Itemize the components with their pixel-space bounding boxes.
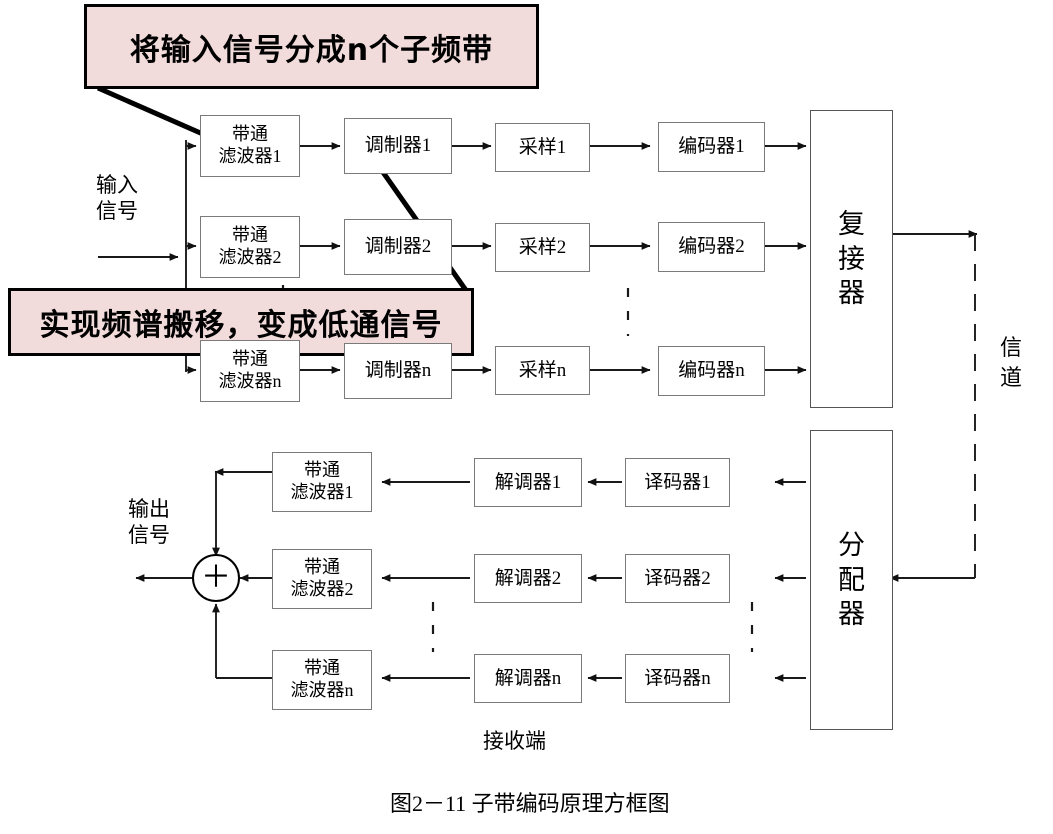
input-signal-label: 输入 信号 — [96, 172, 138, 225]
encoder-2-label: 编码器2 — [678, 236, 745, 258]
bandpass-filter-2[interactable]: 带通 滤波器2 — [200, 216, 300, 278]
demodulator-1[interactable]: 解调器1 — [474, 458, 582, 507]
encoder-1-label: 编码器1 — [678, 136, 745, 158]
modulator-2-label: 调制器2 — [364, 236, 432, 258]
sampler-n[interactable]: 采样n — [495, 346, 590, 395]
rx-bandpass-filter-1[interactable]: 带通 滤波器1 — [272, 452, 372, 512]
demodulator-n-label: 解调器n — [494, 667, 562, 689]
modulator-1[interactable]: 调制器1 — [344, 118, 452, 174]
distributor-block[interactable]: 分 配 器 — [810, 430, 893, 730]
demodulator-n[interactable]: 解调器n — [474, 654, 582, 703]
decoder-n-label: 译码器n — [644, 667, 711, 689]
sampler-2-label: 采样2 — [518, 236, 567, 258]
rx-bandpass-filter-2-line1: 带通 — [304, 557, 340, 578]
bandpass-filter-2-line2: 滤波器2 — [218, 247, 282, 267]
decoder-n[interactable]: 译码器n — [625, 654, 730, 703]
sampler-n-label: 采样n — [518, 359, 567, 381]
modulator-2[interactable]: 调制器2 — [344, 219, 452, 275]
modulator-1-label: 调制器1 — [364, 135, 432, 157]
figure-caption: 图2－11 子带编码原理方框图 — [390, 791, 670, 816]
sampler-1-label: 采样1 — [518, 136, 567, 158]
sampler-1[interactable]: 采样1 — [495, 123, 590, 172]
channel-label-char-1: 信 — [1000, 335, 1023, 360]
decoder-1-label: 译码器1 — [644, 471, 711, 493]
bandpass-filter-n-line1: 带通 — [232, 349, 268, 370]
callout-spectrum-shift-text: 实现频谱搬移，变成低通信号 — [39, 308, 443, 343]
distributor-char-3: 器 — [838, 599, 865, 630]
input-signal-line2: 信号 — [96, 199, 138, 224]
multiplexer-char-2: 接 — [838, 243, 865, 274]
encoder-1[interactable]: 编码器1 — [658, 122, 765, 172]
bandpass-filter-n-line2: 滤波器n — [218, 371, 282, 391]
distributor-char-1: 分 — [838, 530, 865, 561]
receiver-side-label: 接收端 — [483, 729, 546, 753]
sampler-2[interactable]: 采样2 — [495, 223, 590, 272]
encoder-n-label: 编码器n — [678, 360, 745, 382]
rx-bandpass-filter-n-line1: 带通 — [304, 658, 340, 679]
multiplexer-char-3: 器 — [838, 278, 865, 309]
bandpass-filter-1-line1: 带通 — [232, 124, 268, 145]
rx-bandpass-filter-n-line2: 滤波器n — [290, 680, 354, 700]
encoder-2[interactable]: 编码器2 — [658, 222, 765, 272]
demodulator-2-label: 解调器2 — [494, 567, 562, 589]
channel-label: 信 道 — [1000, 333, 1022, 392]
rx-bandpass-filter-2[interactable]: 带通 滤波器2 — [272, 549, 372, 609]
bandpass-filter-1-line2: 滤波器1 — [218, 146, 282, 166]
modulator-n-label: 调制器n — [364, 360, 432, 382]
decoder-2[interactable]: 译码器2 — [625, 554, 730, 603]
decoder-2-label: 译码器2 — [644, 567, 711, 589]
channel-label-char-2: 道 — [1000, 364, 1023, 390]
demodulator-1-label: 解调器1 — [494, 471, 562, 493]
callout-subband-split: 将输入信号分成n个子频带 — [84, 4, 539, 89]
output-signal-label: 输出 信号 — [128, 496, 170, 549]
rx-bandpass-filter-1-line1: 带通 — [304, 460, 340, 481]
callout-subband-split-text: 将输入信号分成n个子频带 — [129, 32, 494, 68]
demodulator-2[interactable]: 解调器2 — [474, 554, 582, 603]
bandpass-filter-1[interactable]: 带通 滤波器1 — [200, 115, 300, 177]
output-signal-line1: 输出 — [128, 497, 170, 521]
summing-junction-symbol: ＋ — [201, 561, 231, 594]
multiplexer-block[interactable]: 复 接 器 — [810, 110, 893, 408]
callout-spectrum-shift: 实现频谱搬移，变成低通信号 — [8, 288, 474, 356]
multiplexer-char-1: 复 — [838, 209, 865, 240]
input-signal-line1: 输入 — [96, 173, 138, 197]
summing-junction: ＋ — [192, 554, 240, 602]
rx-bandpass-filter-2-line2: 滤波器2 — [290, 579, 354, 599]
decoder-1[interactable]: 译码器1 — [625, 458, 730, 507]
distributor-char-2: 配 — [838, 564, 865, 595]
bandpass-filter-n[interactable]: 带通 滤波器n — [200, 340, 300, 402]
bandpass-filter-2-line1: 带通 — [232, 225, 268, 246]
encoder-n[interactable]: 编码器n — [658, 346, 765, 396]
rx-bandpass-filter-n[interactable]: 带通 滤波器n — [272, 650, 372, 710]
modulator-n[interactable]: 调制器n — [344, 343, 452, 399]
rx-bandpass-filter-1-line2: 滤波器1 — [290, 482, 354, 502]
output-signal-line2: 信号 — [128, 523, 170, 548]
